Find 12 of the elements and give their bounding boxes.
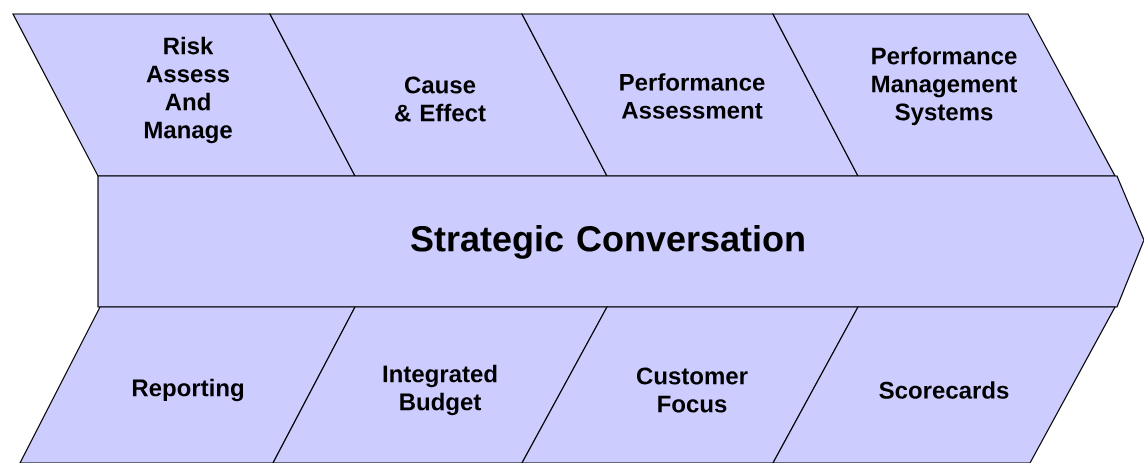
parallelogram-box: Integrated Budget (272, 306, 609, 463)
node-label: Integrated Budget (383, 364, 497, 416)
parallelogram-box: Risk Assess And Manage (12, 13, 356, 177)
parallelogram-box: Performance Assessment (521, 13, 859, 177)
parallelogram-box: Customer Focus (521, 306, 860, 463)
parallelogram-box: Scorecards (772, 306, 1116, 463)
node-label: Scorecards (879, 381, 1009, 399)
node-label: Reporting (132, 378, 244, 402)
parallelogram-box: Cause & Effect (269, 13, 608, 177)
parallelogram-box: Reporting (19, 306, 356, 463)
parallelogram-box: Performance Management Systems (772, 13, 1116, 177)
node-label: Customer Focus (636, 367, 748, 413)
